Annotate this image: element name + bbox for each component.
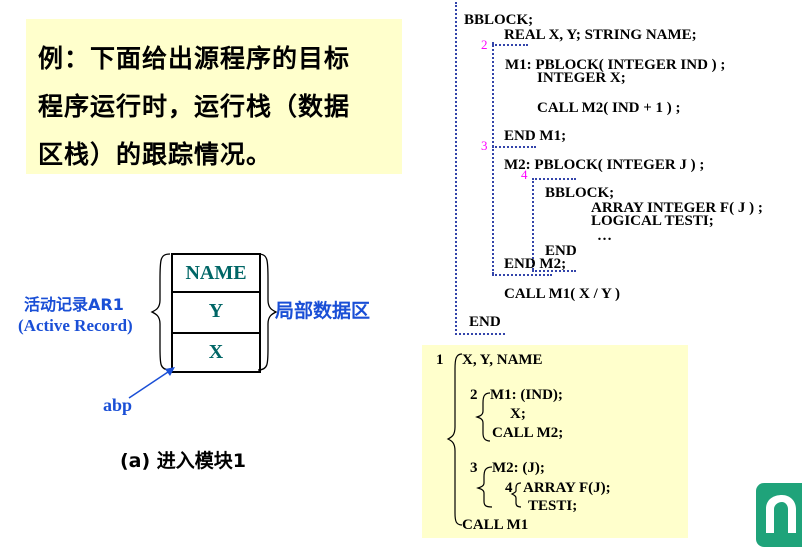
tree-level-1-text: X, Y, NAME bbox=[462, 352, 543, 368]
intro-line-2: 程序运行时，运行栈（数据 bbox=[38, 92, 351, 121]
stack-cell-name: NAME bbox=[171, 253, 261, 293]
activation-record-label: 活动记录AR1 bbox=[24, 295, 124, 314]
tree-braces bbox=[446, 353, 522, 526]
scope-end-3 bbox=[492, 274, 552, 276]
intro-line-1: 例：下面给出源程序的目标 bbox=[38, 44, 351, 73]
nesting-tree-box: 1 X, Y, NAME 2 M1: (IND); X; CALL M2; 3 … bbox=[422, 345, 688, 538]
scope-end-4 bbox=[532, 270, 576, 272]
code-line: BBLOCK; bbox=[464, 12, 534, 28]
tree-level-4-number: 4 bbox=[505, 480, 513, 496]
level-number: 3 bbox=[481, 138, 488, 153]
activation-record-en-label: (Active Record) bbox=[18, 316, 133, 335]
code-line: REAL X, Y; STRING NAME; bbox=[504, 27, 697, 43]
abp-label: abp bbox=[103, 395, 133, 415]
scope-line-4 bbox=[532, 178, 534, 270]
stack-cell-y: Y bbox=[171, 291, 261, 334]
scope-start-4 bbox=[532, 178, 576, 180]
stack-braces bbox=[150, 253, 278, 371]
scope-line-1 bbox=[455, 2, 457, 335]
tree-level-1-number: 1 bbox=[436, 352, 444, 368]
intro-box: 例：下面给出源程序的目标 程序运行时，运行栈（数据 区栈）的跟踪情况。 bbox=[26, 19, 402, 174]
code-line: END bbox=[545, 243, 577, 259]
tree-level-2-line1: M1: (IND); bbox=[490, 387, 563, 403]
scope-start-3 bbox=[492, 146, 536, 148]
scope-line-2 bbox=[492, 42, 494, 274]
tree-level-4-line1: ARRAY F(J); bbox=[523, 480, 611, 496]
tree-level-2-number: 2 bbox=[470, 387, 478, 403]
code-line: CALL M2( IND + 1 ) ; bbox=[537, 100, 681, 116]
tree-level-3-text: M2: (J); bbox=[492, 460, 545, 476]
code-line: … bbox=[597, 228, 612, 244]
code-line: CALL M1( X / Y ) bbox=[504, 286, 620, 302]
tree-level-3-number: 3 bbox=[470, 460, 478, 476]
stack-cell-x: X bbox=[171, 334, 261, 373]
code-line: END bbox=[469, 314, 501, 330]
level-number: 2 bbox=[481, 37, 488, 52]
code-line: END M1; bbox=[504, 128, 567, 144]
local-data-label: 局部数据区 bbox=[275, 300, 371, 322]
scope-end-1 bbox=[455, 333, 505, 335]
figure-caption: (a) 进入模块1 bbox=[120, 450, 247, 472]
scope-start-2 bbox=[492, 44, 528, 46]
tree-level-4-line2: TESTI; bbox=[528, 498, 578, 514]
code-line: LOGICAL TESTI; bbox=[591, 213, 714, 229]
tree-level-2-line3: CALL M2; bbox=[492, 425, 564, 441]
intro-line-3: 区栈）的跟踪情况。 bbox=[38, 140, 273, 169]
logo-mark-icon bbox=[766, 495, 796, 533]
tree-level-2-line2: X; bbox=[510, 406, 526, 422]
code-line: INTEGER X; bbox=[537, 70, 626, 86]
code-line: BBLOCK; bbox=[545, 185, 615, 201]
level-number: 4 bbox=[521, 167, 528, 182]
code-line: M2: PBLOCK( INTEGER J ) ; bbox=[504, 157, 705, 173]
code-line: M1: PBLOCK( INTEGER IND ) ; bbox=[505, 57, 726, 73]
brand-logo bbox=[756, 483, 802, 547]
tree-last-call: CALL M1 bbox=[462, 517, 529, 533]
code-line: ARRAY INTEGER F( J ) ; bbox=[591, 200, 763, 216]
abp-arrow bbox=[128, 367, 175, 399]
code-line: END M2; bbox=[504, 256, 567, 272]
